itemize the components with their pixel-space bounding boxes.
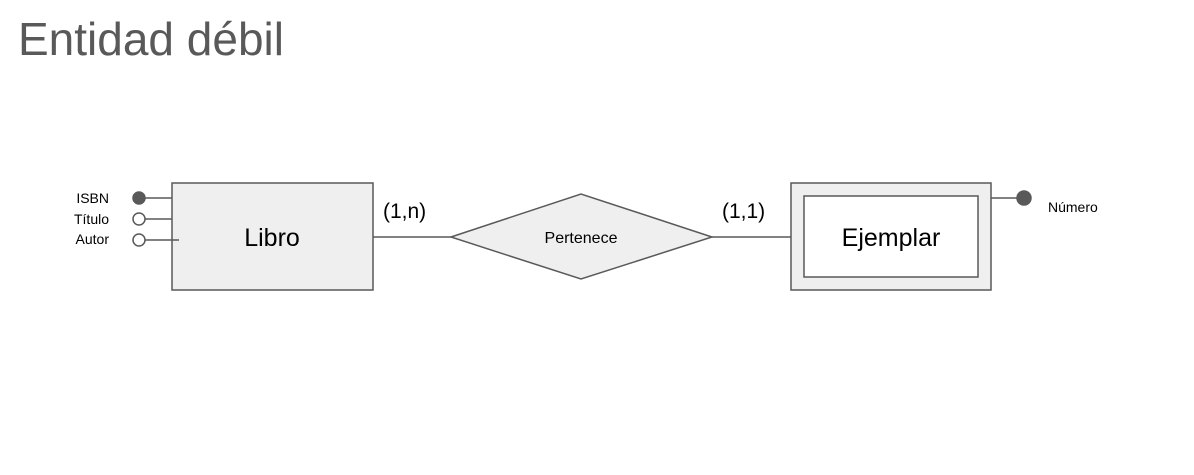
attribute-titulo-marker[interactable] (132, 212, 146, 226)
attribute-isbn-key-marker[interactable] (132, 191, 146, 205)
attribute-autor-marker[interactable] (132, 233, 146, 247)
relationship-pertenece-label: Pertenece (545, 230, 618, 247)
relationship-pertenece[interactable] (448, 193, 715, 280)
entity-libro[interactable] (171, 182, 374, 291)
entity-ejemplar-label: Ejemplar (842, 224, 941, 252)
entity-libro-label: Libro (244, 224, 300, 252)
attribute-titulo-label: Título (74, 211, 109, 227)
attribute-numero-key-marker[interactable] (1016, 190, 1032, 206)
cardinality-ejemplar: (1,1) (722, 200, 765, 223)
page-title: Entidad débil (18, 13, 284, 65)
entity-ejemplar-inner (803, 195, 979, 278)
cardinality-libro: (1,n) (383, 200, 426, 223)
attribute-autor-label: Autor (76, 231, 110, 247)
attribute-numero-label: Número (1048, 199, 1098, 215)
attribute-isbn-label: ISBN (76, 190, 109, 206)
